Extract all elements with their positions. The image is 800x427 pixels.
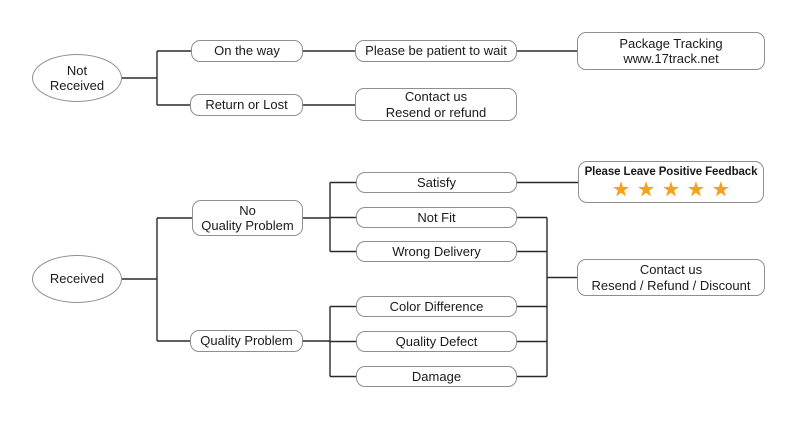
- node-package-tracking: Package Tracking www.17track.net: [577, 32, 765, 70]
- node-label: Contact us: [639, 262, 703, 277]
- node-no-quality-problem: No Quality Problem: [192, 200, 303, 236]
- node-label: Resend / Refund / Discount: [591, 277, 751, 293]
- node-label: Quality Defect: [395, 333, 478, 349]
- node-label: Satisfy: [416, 174, 456, 190]
- node-wrong-delivery: Wrong Delivery: [356, 241, 517, 262]
- tracking-url: www.17track.net: [623, 51, 719, 66]
- node-label: Please Leave Positive Feedback: [584, 165, 758, 178]
- node-contact-us-resend-refund-discount: Contact us Resend / Refund / Discount: [577, 259, 765, 296]
- node-label: Not Fit: [417, 209, 456, 225]
- node-label: Wrong Delivery: [392, 243, 481, 259]
- node-on-the-way: On the way: [191, 40, 303, 62]
- node-label: Quality Problem: [201, 218, 294, 233]
- node-label: Package Tracking: [619, 35, 723, 51]
- node-label: Contact us: [404, 89, 468, 104]
- node-label: Received: [49, 271, 105, 286]
- node-label: Received: [49, 78, 105, 93]
- star-rating-icon: ★★★★★: [612, 178, 737, 201]
- node-received: Received: [32, 255, 122, 303]
- node-label: Not: [66, 62, 88, 78]
- node-quality-problem: Quality Problem: [190, 330, 303, 352]
- node-label: Color Difference: [389, 298, 484, 314]
- node-return-or-lost: Return or Lost: [190, 94, 303, 116]
- node-label: No: [239, 202, 256, 218]
- node-label: On the way: [214, 43, 280, 58]
- node-not-received: Not Received: [32, 54, 122, 102]
- node-quality-defect: Quality Defect: [356, 331, 517, 352]
- node-label: Resend or refund: [385, 104, 487, 120]
- node-contact-us-resend-refund: Contact us Resend or refund: [355, 88, 517, 121]
- node-label: Quality Problem: [200, 333, 293, 348]
- node-not-fit: Not Fit: [356, 207, 517, 228]
- node-label: Please be patient to wait: [365, 43, 507, 58]
- node-label: Damage: [411, 368, 462, 384]
- node-please-be-patient: Please be patient to wait: [355, 40, 517, 62]
- node-label: Return or Lost: [205, 97, 288, 112]
- node-positive-feedback: Please Leave Positive Feedback ★★★★★: [578, 161, 764, 203]
- node-satisfy: Satisfy: [356, 172, 517, 193]
- node-color-difference: Color Difference: [356, 296, 517, 317]
- node-damage: Damage: [356, 366, 517, 387]
